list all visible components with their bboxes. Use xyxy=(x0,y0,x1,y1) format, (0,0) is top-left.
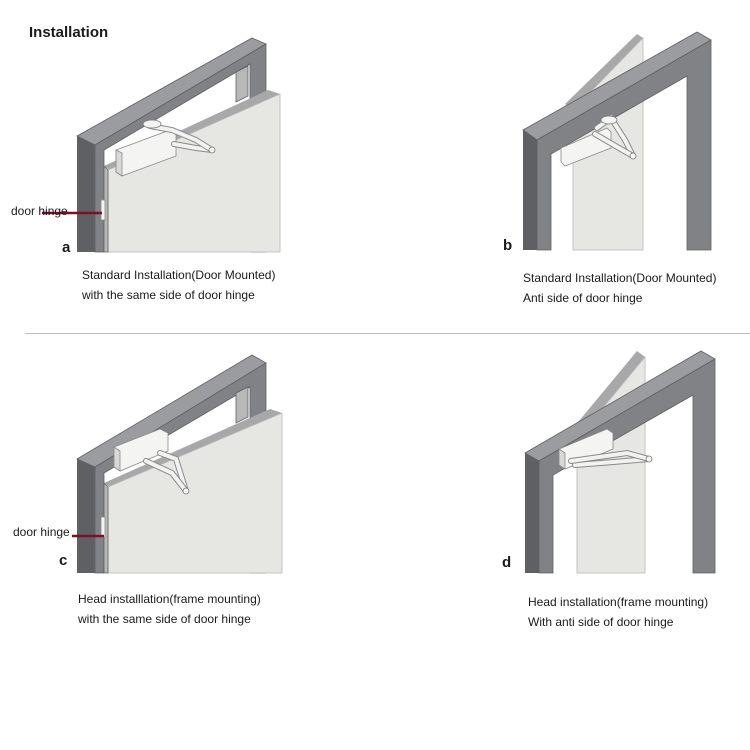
door-frame-d xyxy=(524,350,716,574)
section-divider xyxy=(25,333,750,334)
door-closer-illustration-c xyxy=(72,354,283,574)
panel-letter-c: c xyxy=(59,552,68,569)
door-closer-illustration-d xyxy=(524,350,716,574)
caption-d: Head installation(frame mounting) With a… xyxy=(528,592,708,632)
caption-c-line1: Head installlation(frame mounting) xyxy=(78,592,261,606)
caption-c: Head installlation(frame mounting) with … xyxy=(78,589,261,629)
door-closer-c xyxy=(113,428,190,495)
caption-c-line2: with the same side of door hinge xyxy=(78,612,251,626)
caption-b-line1: Standard Installation(Door Mounted) xyxy=(523,271,717,285)
caption-a-line2: with the same side of door hinge xyxy=(82,288,255,302)
door-closer-illustration-b xyxy=(522,31,712,251)
panel-letter-b: b xyxy=(503,237,513,254)
caption-b: Standard Installation(Door Mounted) Anti… xyxy=(523,268,716,308)
hinge-c xyxy=(100,516,106,538)
caption-d-line2: With anti side of door hinge xyxy=(528,615,674,629)
door-closer-b xyxy=(560,113,637,167)
caption-d-line1: Head installation(frame mounting) xyxy=(528,595,709,609)
hinge-label-c: door hinge xyxy=(13,525,70,539)
door-frame-c xyxy=(76,354,267,574)
caption-a: Standard Installation(Door Mounted) with… xyxy=(82,265,275,305)
door-closer-illustration-a xyxy=(42,37,281,253)
door-frame-b xyxy=(522,31,712,251)
page-title: Installation xyxy=(29,24,109,41)
panel-c: door hinge c Head installlation(frame mo… xyxy=(0,333,375,663)
door-closer-a xyxy=(115,119,216,177)
door-leaf-c xyxy=(103,409,283,574)
hinge-label-a: door hinge xyxy=(11,204,68,218)
hinge-a xyxy=(100,199,106,221)
panel-letter-a: a xyxy=(62,239,71,256)
door-frame-a xyxy=(76,37,267,253)
door-closer-d xyxy=(558,428,653,470)
panel-d: d Head installation(frame mounting) With… xyxy=(375,333,750,663)
caption-a-line1: Standard Installation(Door Mounted) xyxy=(82,268,276,282)
panel-a: door hinge a Standard Installation(Door … xyxy=(0,0,375,330)
panel-b: b Standard Installation(Door Mounted) An… xyxy=(375,0,750,330)
caption-b-line2: Anti side of door hinge xyxy=(523,291,643,305)
panel-letter-d: d xyxy=(502,554,512,571)
